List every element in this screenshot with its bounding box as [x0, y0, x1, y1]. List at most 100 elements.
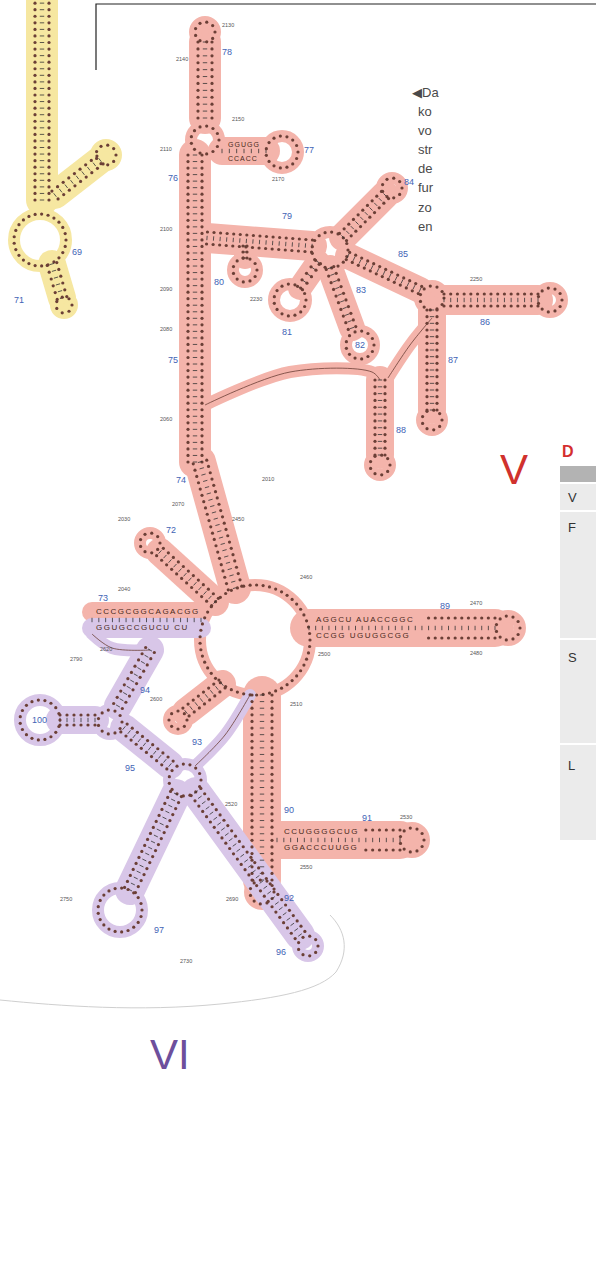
nucleotide: [425, 395, 428, 398]
nucleotide: [230, 829, 233, 832]
nucleotide: [196, 82, 199, 85]
nucleotide: [207, 519, 210, 522]
nucleotide: [432, 409, 435, 412]
position-number: 2510: [290, 702, 302, 708]
nucleotide: [435, 315, 438, 318]
base-pair: [435, 626, 436, 630]
nucleotide: [456, 292, 459, 295]
nucleotide: [151, 855, 154, 858]
base-pair: [260, 860, 264, 861]
nucleotide: [139, 545, 142, 548]
nucleotide: [348, 334, 351, 337]
nucleotide: [205, 40, 208, 43]
nucleotide: [224, 528, 227, 531]
nucleotide: [402, 276, 405, 279]
nucleotide: [197, 694, 200, 697]
nucleotide: [239, 233, 242, 236]
nucleotide: [250, 766, 253, 769]
base-pair: [40, 200, 44, 201]
base-pair: [372, 838, 373, 842]
nucleotide: [360, 357, 363, 360]
base-pair: [309, 626, 310, 630]
base-pair: [413, 285, 415, 289]
nucleotide: [130, 671, 133, 674]
base-pair: [193, 435, 197, 436]
nucleotide: [236, 691, 239, 694]
nucleotide: [383, 419, 386, 422]
nucleotide: [201, 810, 204, 813]
base-pair: [143, 743, 146, 746]
nucleotide: [361, 209, 364, 212]
nucleotide: [210, 96, 213, 99]
nucleotide: [167, 551, 170, 554]
nucleotide: [186, 225, 189, 228]
nucleotide: [33, 107, 36, 110]
nucleotide: [270, 799, 273, 802]
nucleotide: [90, 159, 93, 162]
nucleotide: [200, 278, 203, 281]
nucleotide: [90, 171, 93, 174]
base-pair: [217, 531, 221, 532]
base-pair: [203, 55, 207, 56]
nucleotide: [199, 787, 202, 790]
nucleotide: [511, 637, 514, 640]
base-pair: [137, 668, 141, 670]
nucleotide: [262, 584, 265, 587]
nucleotide: [186, 278, 189, 281]
base-pair: [328, 626, 329, 630]
base-pair: [365, 212, 368, 215]
nucleotide: [186, 199, 189, 202]
base-pair: [221, 543, 225, 544]
base-pair: [260, 827, 264, 828]
base-pair: [40, 186, 44, 187]
nucleotide: [198, 22, 201, 25]
base-pair: [216, 686, 219, 689]
nucleotide: [429, 285, 432, 288]
nucleotide: [124, 734, 127, 737]
nucleotide: [47, 41, 50, 44]
nucleotide: [510, 304, 513, 307]
nucleotide: [186, 460, 189, 463]
nucleotide: [139, 902, 142, 905]
nucleotide: [336, 265, 339, 268]
base-pair: [275, 902, 279, 905]
base-pair: [123, 726, 126, 729]
nucleotide: [368, 216, 371, 219]
nucleotide: [423, 305, 426, 308]
nucleotide: [383, 385, 386, 388]
loop-band: [266, 136, 298, 168]
nucleotide: [163, 802, 166, 805]
base-pair: [260, 840, 264, 841]
nucleotide: [383, 447, 386, 450]
nucleotide: [150, 551, 153, 554]
nucleotide: [265, 154, 268, 157]
nucleotide: [319, 262, 322, 265]
nucleotide: [131, 727, 134, 730]
nucleotide: [140, 879, 143, 882]
nucleotide: [242, 585, 245, 588]
nucleotide: [200, 395, 203, 398]
nucleotide: [369, 467, 372, 470]
nucleotide: [49, 735, 52, 738]
base-pair: [228, 569, 232, 570]
nucleotide: [21, 709, 24, 712]
nucleotide: [496, 304, 499, 307]
nucleotide: [302, 613, 305, 616]
nucleotide: [245, 244, 248, 247]
nucleotide: [196, 96, 199, 99]
base-pair: [378, 386, 382, 387]
nucleotide: [107, 889, 110, 892]
helix-number: 85: [398, 250, 408, 259]
frame: [0, 4, 596, 1008]
nucleotide: [33, 2, 36, 5]
nucleotide: [373, 406, 376, 409]
nucleotide: [190, 794, 193, 797]
nucleotide: [270, 693, 273, 696]
nucleotide: [57, 221, 60, 224]
nucleotide: [560, 298, 563, 301]
base-pair: [193, 298, 197, 299]
nucleotide: [211, 803, 214, 806]
nucleotide: [205, 600, 208, 603]
nucleotide: [168, 819, 171, 822]
nucleotide: [427, 636, 430, 639]
